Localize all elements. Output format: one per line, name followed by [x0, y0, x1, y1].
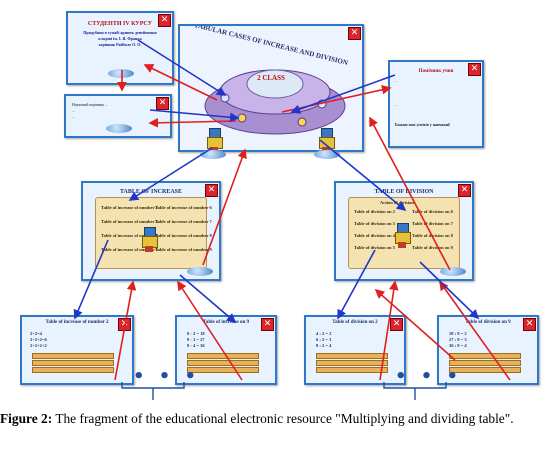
window-division-2: ✕ Table of division on 2 4 : 2 = 2 6 : 2…	[304, 315, 406, 385]
shoe-icon[interactable]	[106, 124, 132, 133]
increase-item[interactable]: Table of increase of number 2	[101, 205, 158, 210]
mini-row: 2+2+2=6	[30, 337, 47, 342]
caption-text: The fragment of the educational electron…	[55, 411, 514, 426]
window-authors: ✕ СТУДЕНТИ IV КУРСУ Придубнян в гумабі а…	[66, 11, 174, 85]
grouping-brackets	[121, 382, 447, 400]
helper-title: Помічник учня	[418, 69, 454, 74]
division-header: Action of division	[380, 200, 414, 205]
shoe-icon[interactable]	[187, 267, 213, 276]
increase-item[interactable]: Table of increase of number 6	[155, 205, 212, 210]
division-item[interactable]: Table of division on 2	[354, 209, 395, 214]
window-supervisor: ✕ Науковий керівник ... ... ...	[64, 94, 172, 138]
mini-row: 36 : 9 = 4	[449, 343, 467, 348]
authors-line-3: керівник Райбало О. О.	[98, 42, 142, 47]
answer-bar[interactable]	[32, 360, 114, 366]
increase-item[interactable]: Table of increase of number 9	[155, 247, 212, 252]
division-title: TABLE OF DIVISION	[374, 189, 434, 195]
answer-bar[interactable]	[32, 367, 114, 373]
answer-bar[interactable]	[187, 353, 259, 359]
close-icon[interactable]: ✕	[523, 318, 536, 331]
increase-item[interactable]: Table of increase of number 5	[101, 247, 158, 252]
division-item[interactable]: Table of division on 7	[412, 221, 453, 226]
division-item[interactable]: Table of division on 9	[412, 245, 453, 250]
shoe-icon[interactable]	[440, 267, 466, 276]
helper-line-1: ...	[395, 78, 398, 83]
close-icon[interactable]: ✕	[348, 27, 361, 40]
increase-item[interactable]: Table of increase of number 8	[155, 233, 212, 238]
division-item[interactable]: Table of division on 3	[354, 221, 395, 226]
caption-label: Figure 2:	[0, 411, 53, 426]
helper-line-3: Бажаю вам успіхів у навчанні!	[395, 122, 451, 127]
window-table-of-division: ✕ TABLE OF DIVISION Action of division T…	[334, 181, 474, 281]
close-icon[interactable]: ✕	[156, 97, 169, 110]
mini-row: 9 · 3 = 27	[187, 337, 205, 342]
shoe-icon[interactable]	[200, 150, 226, 159]
division-item[interactable]: Table of division on 8	[412, 233, 453, 238]
mini-title: Table of division on 2	[332, 320, 378, 325]
increase-title: TABLE OF INCREASE	[119, 189, 182, 195]
increase-item[interactable]: Table of increase of number 7	[155, 219, 212, 224]
window-table-of-increase: ✕ TABLE OF INCREASE Table of increase of…	[81, 181, 221, 281]
window-increase-2: ✕ Table of increase of number 2 2+2=4 2+…	[20, 315, 134, 385]
answer-bar[interactable]	[316, 367, 388, 373]
mini-title: Table of division on 9	[465, 320, 511, 325]
supervisor-line-1: Науковий керівник ...	[72, 102, 109, 107]
authors-line-2: кладові ім. І. Я. Франка	[98, 36, 142, 41]
shoe-icon[interactable]	[314, 150, 340, 159]
mini-row: 2+2+2+2	[30, 343, 47, 348]
close-icon[interactable]: ✕	[261, 318, 274, 331]
helper-line-2: ...	[395, 102, 398, 107]
main-subtitle: 2 CLASS	[257, 74, 285, 82]
answer-bar[interactable]	[316, 360, 388, 366]
close-icon[interactable]: ✕	[158, 14, 171, 27]
supervisor-line-2: ...	[72, 108, 75, 113]
mini-title: Table of increase of number 2	[45, 320, 109, 325]
mini-row: 4 : 2 = 2	[316, 331, 332, 336]
window-helper: ✕ Помічник учня ... ... Бажаю вам успіхі…	[388, 60, 484, 148]
robot-icon	[394, 223, 411, 249]
mini-row: 27 : 9 = 3	[449, 337, 467, 342]
division-item[interactable]: Table of division on 5	[354, 245, 395, 250]
increase-item[interactable]: Table of increase of number 3	[101, 219, 158, 224]
mini-row: 2+2=4	[30, 331, 42, 336]
figure-caption: Figure 2: The fragment of the educationa…	[0, 408, 552, 429]
mini-row: 9 · 4 = 36	[187, 343, 205, 348]
authors-title: СТУДЕНТИ IV КУРСУ	[87, 21, 153, 27]
close-icon[interactable]: ✕	[458, 184, 471, 197]
mini-title: Table of increase on 9	[202, 320, 250, 325]
mini-row: 9 · 2 = 18	[187, 331, 205, 336]
authors-line-1: Придубнян в гумабі ариють депейнички	[83, 30, 157, 35]
mini-row: 6 : 2 = 3	[316, 337, 332, 342]
mini-row: 18 : 9 = 2	[449, 331, 467, 336]
answer-bar[interactable]	[32, 353, 114, 359]
division-item[interactable]: Table of division on 4	[354, 233, 395, 238]
increase-item[interactable]: Table of increase of number 4	[101, 233, 158, 238]
division-item[interactable]: Table of division on 6	[412, 209, 453, 214]
answer-bar[interactable]	[449, 353, 521, 359]
close-icon[interactable]: ✕	[468, 63, 481, 76]
robot-icon	[141, 227, 158, 253]
supervisor-line-3: ...	[72, 114, 75, 119]
answer-bar[interactable]	[316, 353, 388, 359]
mini-row: 8 : 2 = 4	[316, 343, 332, 348]
shoe-icon[interactable]	[108, 69, 134, 78]
